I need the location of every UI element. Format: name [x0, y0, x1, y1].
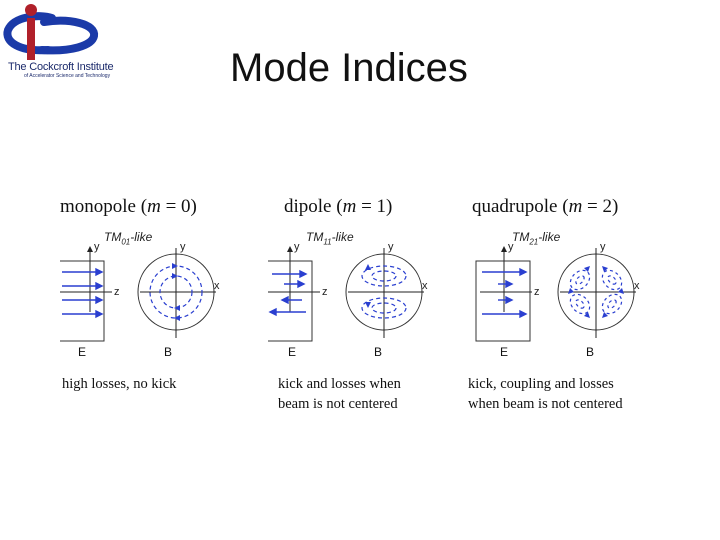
monopole-e-y-axis: y	[94, 242, 100, 253]
dipole-e-y-axis: y	[294, 242, 300, 253]
quadrupole-b-x-axis: x	[634, 280, 640, 292]
logo-subtitle: of Accelerator Science and Technology	[24, 73, 111, 79]
dipole-field-diagram: y z y x	[268, 242, 428, 342]
monopole-b-y-axis: y	[180, 242, 186, 253]
quadrupole-panel: quadrupole (m = 2) TM21-like y z y x	[468, 192, 694, 422]
dipole-description: kick and losses when beam is not centere…	[278, 376, 401, 412]
monopole-field-diagram: y z y x	[60, 242, 220, 342]
quadrupole-e-z-axis: z	[534, 286, 540, 298]
dipole-panel: dipole (m = 1) TM11-like y z y x E B kic…	[268, 192, 488, 422]
monopole-b-x-axis: x	[214, 280, 220, 292]
quadrupole-b-y-axis: y	[600, 242, 606, 253]
logo-title: The Cockcroft Institute	[8, 61, 114, 73]
monopole-panel: monopole (m = 0) TM01-like y z y x E B h…	[60, 192, 280, 422]
quadrupole-description: kick, coupling and losses when beam is n…	[468, 376, 623, 412]
monopole-like-label: TM01-like	[104, 230, 153, 247]
dipole-b-x-axis: x	[422, 280, 428, 292]
dipole-e-label: E	[288, 345, 297, 359]
quadrupole-heading: quadrupole (m = 2)	[472, 196, 619, 217]
dipole-heading: dipole (m = 1)	[284, 196, 393, 217]
dipole-b-y-axis: y	[388, 242, 394, 253]
monopole-description: high losses, no kick	[62, 376, 177, 392]
quadrupole-like-label: TM21-like	[512, 230, 561, 247]
quadrupole-field-diagram: y z y x	[475, 242, 640, 342]
quadrupole-e-label: E	[500, 345, 509, 359]
quadrupole-e-y-axis: y	[508, 242, 514, 253]
monopole-b-label: B	[164, 345, 173, 359]
dipole-e-z-axis: z	[322, 286, 328, 298]
cockcroft-logo-mark	[3, 4, 98, 60]
monopole-heading: monopole (m = 0)	[60, 196, 197, 217]
dipole-like-label: TM11-like	[306, 230, 354, 247]
monopole-e-z-axis: z	[114, 286, 120, 298]
quadrupole-b-label: B	[586, 345, 595, 359]
cockcroft-logo: The Cockcroft Institute of Accelerator S…	[0, 0, 140, 86]
monopole-e-label: E	[78, 345, 87, 359]
page-title: Mode Indices	[230, 46, 468, 90]
dipole-b-label: B	[374, 345, 383, 359]
